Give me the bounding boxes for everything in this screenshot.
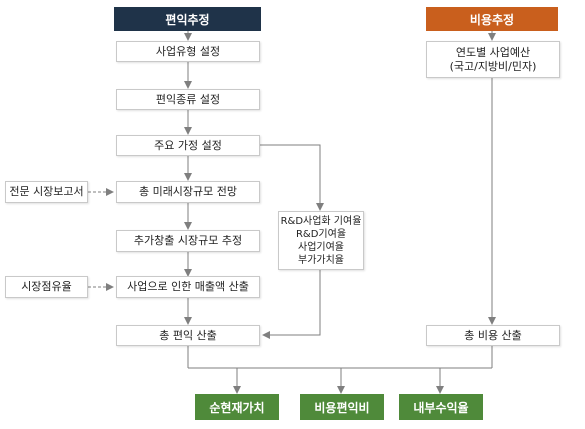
cost-header: 비용추정 — [426, 7, 558, 31]
budget-line-2: (국고/지방비/민자) — [449, 59, 537, 73]
step-additional-market-size: 추가창출 시장규모 추정 — [116, 230, 260, 252]
input-market-share: 시장점유율 — [5, 276, 88, 298]
contribution-rate-item: 사업기여율 — [298, 241, 344, 253]
result-npv: 순현재가치 — [195, 394, 279, 420]
arrow-step3-contribution — [260, 144, 324, 211]
result-irr: 내부수익율 — [399, 394, 483, 420]
contribution-rate-item: R&D사업화 기여율 — [280, 215, 362, 227]
step-benefit-type: 편익종류 설정 — [116, 89, 260, 110]
arrow-contribution-step7 — [262, 270, 321, 339]
step-business-type: 사업유형 설정 — [116, 41, 260, 62]
contribution-rates-box: R&D사업화 기여율 R&D기여율 사업기여율 부가가치율 — [278, 211, 364, 270]
step-total-benefit: 총 편익 산출 — [116, 325, 260, 346]
annual-budget-box: 연도별 사업예산 (국고/지방비/민자) — [426, 41, 560, 78]
contribution-rate-item: 부가가치율 — [298, 254, 344, 266]
step-sales-calculation: 사업으로 인한 매출액 산출 — [116, 276, 260, 298]
contribution-rate-item: R&D기여율 — [295, 228, 347, 240]
total-cost-box: 총 비용 산출 — [426, 325, 560, 346]
step-key-assumptions: 주요 가정 설정 — [116, 135, 260, 156]
result-bc-ratio: 비용편익비 — [300, 394, 384, 420]
input-market-report: 전문 시장보고서 — [5, 181, 88, 203]
step-future-market-size: 총 미래시장규모 전망 — [116, 181, 260, 203]
budget-line-1: 연도별 사업예산 — [455, 45, 531, 59]
benefit-header: 편익추정 — [114, 7, 261, 31]
